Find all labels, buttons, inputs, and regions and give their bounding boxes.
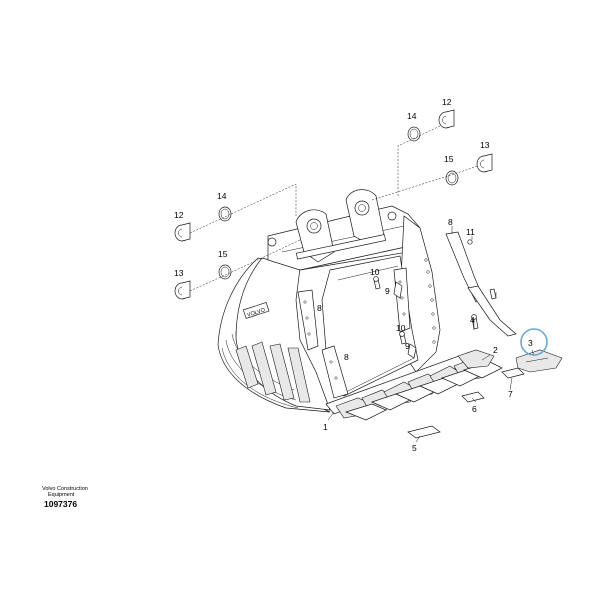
callout-5: 5 bbox=[412, 443, 417, 453]
callout-2: 2 bbox=[493, 345, 498, 355]
callout-6: 6 bbox=[472, 404, 477, 414]
side-cutter-part-2 bbox=[467, 285, 517, 337]
adapter-part bbox=[457, 349, 495, 369]
callout-labels: 1 2 3 4 5 6 7 8 8 8 9 9 10 10 11 12 12 1… bbox=[174, 97, 533, 453]
callout-14-right: 14 bbox=[407, 111, 417, 121]
ring-15-right bbox=[445, 170, 459, 186]
callout-9-upper: 9 bbox=[385, 286, 390, 296]
ring-14-right bbox=[407, 126, 421, 142]
caption-company: Volvo Construction bbox=[42, 486, 88, 492]
tooth-tips bbox=[344, 361, 503, 421]
caption-company-2: Equipment bbox=[48, 492, 75, 498]
callout-3: 3 bbox=[528, 338, 533, 348]
bolt-items bbox=[373, 239, 497, 359]
callout-10-upper: 10 bbox=[370, 267, 380, 277]
pin-part bbox=[501, 367, 525, 379]
lock-part bbox=[461, 391, 485, 403]
callout-8-left: 8 bbox=[317, 303, 322, 313]
bushing-13-left bbox=[174, 280, 191, 300]
highlight-circle bbox=[520, 328, 548, 356]
ring-15-left bbox=[218, 264, 232, 280]
drawing-id: 1097376 bbox=[44, 499, 77, 509]
assembly-lines bbox=[189, 125, 479, 292]
bushing-12-right bbox=[438, 109, 455, 129]
ring-14-left bbox=[218, 206, 232, 222]
callout-1: 1 bbox=[323, 422, 328, 432]
callout-13-right: 13 bbox=[480, 140, 490, 150]
callout-12-right: 12 bbox=[442, 97, 452, 107]
callout-14-left: 14 bbox=[217, 191, 227, 201]
callout-9-lower: 9 bbox=[405, 341, 410, 351]
callout-7: 7 bbox=[508, 389, 513, 399]
wear-plate-part bbox=[407, 425, 441, 439]
callout-13-left: 13 bbox=[174, 268, 184, 278]
svg-text:VOLVO: VOLVO bbox=[246, 307, 266, 319]
callout-8-lower: 8 bbox=[344, 352, 349, 362]
leader-lines bbox=[327, 226, 535, 443]
callout-4: 4 bbox=[470, 315, 475, 325]
drawing-caption: Volvo Construction Equipment 1097376 bbox=[42, 486, 88, 509]
bushing-13-right bbox=[476, 153, 493, 173]
callout-15-right: 15 bbox=[444, 154, 454, 164]
callout-11: 11 bbox=[466, 227, 475, 237]
bushing-12-left bbox=[174, 222, 191, 242]
callout-15-left: 15 bbox=[218, 249, 228, 259]
callout-12-left: 12 bbox=[174, 210, 184, 220]
callout-10-lower: 10 bbox=[396, 323, 406, 333]
callout-8-upper: 8 bbox=[448, 217, 453, 227]
